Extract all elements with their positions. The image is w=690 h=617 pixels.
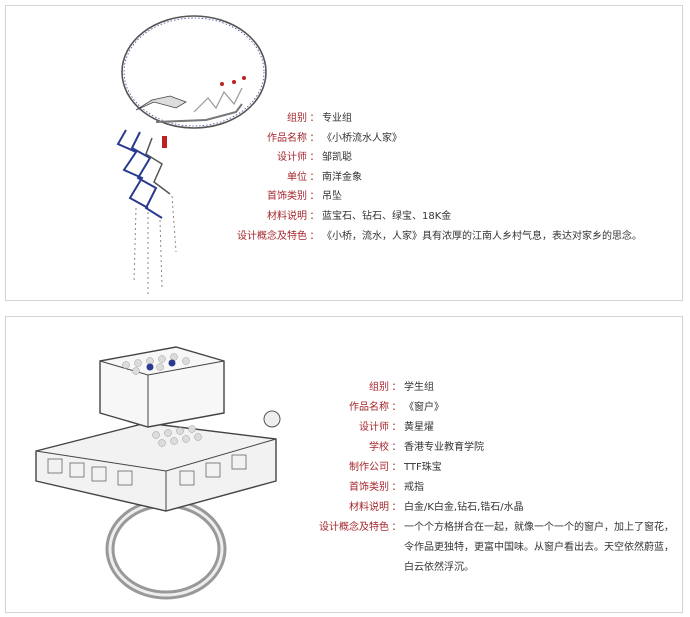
field-label: 单位 xyxy=(287,171,307,183)
field-value: 白金/K白金,钻石,锆石/水晶 xyxy=(404,502,524,513)
field-separator: ： xyxy=(391,482,402,493)
field-separator: ： xyxy=(391,502,402,513)
field-label: 组别 xyxy=(369,382,389,393)
field-label: 首饰类别 xyxy=(267,191,307,203)
field-value: 邹凯聪 xyxy=(322,152,352,164)
field-separator: ： xyxy=(391,522,402,533)
field-row: 材料说明：蓝宝石、钻石、绿宝、18K金 xyxy=(192,207,662,227)
field-label: 学校 xyxy=(369,442,389,453)
ring-jewelry-image xyxy=(35,346,281,600)
field-value: 吊坠 xyxy=(322,191,342,203)
field-value: 黄星燿 xyxy=(404,422,434,433)
field-value: 香港专业教育学院 xyxy=(404,442,484,453)
field-row: 单位：南洋金象 xyxy=(192,168,662,188)
field-value: 学生组 xyxy=(404,382,434,393)
field-row: 组别：专业组 xyxy=(192,109,662,129)
field-value: 《小桥，流水，人家》具有浓厚的江南人乡村气息，表达对家乡的思念。 xyxy=(322,230,642,242)
field-row: 设计概念及特色：《小桥，流水，人家》具有浓厚的江南人乡村气息，表达对家乡的思念。 xyxy=(192,227,662,247)
field-value: 戒指 xyxy=(404,482,424,493)
field-row: 设计概念及特色：一个个方格拼合在一起，就像一个一个的窗户，加上了窗花，令作品更独… xyxy=(264,518,676,578)
field-separator: ： xyxy=(391,462,402,473)
field-separator: ： xyxy=(309,210,320,222)
field-separator: ： xyxy=(309,132,320,144)
entry-card-necklace: 组别：专业组作品名称：《小桥流水人家》设计师：邹凯聪单位：南洋金象首饰类别：吊坠… xyxy=(5,5,683,301)
field-separator: ： xyxy=(309,230,320,242)
field-separator: ： xyxy=(309,171,320,183)
field-separator: ： xyxy=(309,191,320,203)
field-label: 制作公司 xyxy=(349,462,389,473)
field-row: 组别：学生组 xyxy=(264,378,676,398)
field-separator: ： xyxy=(391,422,402,433)
field-separator: ： xyxy=(309,152,320,164)
field-label: 设计师 xyxy=(277,152,307,164)
field-separator: ： xyxy=(309,113,320,124)
field-value: 蓝宝石、钻石、绿宝、18K金 xyxy=(322,210,452,222)
field-label: 材料说明 xyxy=(349,502,389,513)
field-row: 设计师：邹凯聪 xyxy=(192,148,662,168)
field-value: TTF珠宝 xyxy=(404,462,442,473)
field-row: 作品名称：《窗户》 xyxy=(264,398,676,418)
entry-info-ring: 组别：学生组作品名称：《窗户》设计师：黄星燿学校：香港专业教育学院制作公司：TT… xyxy=(264,378,676,578)
entry-info-necklace: 组别：专业组作品名称：《小桥流水人家》设计师：邹凯聪单位：南洋金象首饰类别：吊坠… xyxy=(192,109,662,246)
field-value: 一个个方格拼合在一起，就像一个一个的窗户，加上了窗花，令作品更独特，更富中国味。… xyxy=(404,522,674,573)
field-row: 制作公司：TTF珠宝 xyxy=(264,458,676,478)
field-separator: ： xyxy=(391,442,402,453)
field-label: 设计概念及特色 xyxy=(319,522,389,533)
field-row: 首饰类别：吊坠 xyxy=(192,187,662,207)
field-label: 组别 xyxy=(287,113,307,124)
field-separator: ： xyxy=(391,382,402,393)
necklace-jewelry-image xyxy=(116,15,267,294)
field-label: 设计师 xyxy=(359,422,389,433)
field-label: 材料说明 xyxy=(267,210,307,222)
field-row: 设计师：黄星燿 xyxy=(264,418,676,438)
field-row: 材料说明：白金/K白金,钻石,锆石/水晶 xyxy=(264,498,676,518)
field-row: 作品名称：《小桥流水人家》 xyxy=(192,129,662,149)
field-separator: ： xyxy=(391,402,402,413)
field-row: 学校：香港专业教育学院 xyxy=(264,438,676,458)
field-value: 专业组 xyxy=(322,113,352,124)
field-value: 《窗户》 xyxy=(404,402,444,413)
field-label: 首饰类别 xyxy=(349,482,389,493)
entry-card-ring: 组别：学生组作品名称：《窗户》设计师：黄星燿学校：香港专业教育学院制作公司：TT… xyxy=(5,316,683,613)
field-label: 作品名称 xyxy=(267,132,307,144)
field-label: 设计概念及特色 xyxy=(237,230,307,242)
field-value: 南洋金象 xyxy=(322,171,362,183)
field-row: 首饰类别：戒指 xyxy=(264,478,676,498)
field-value: 《小桥流水人家》 xyxy=(322,132,402,144)
field-label: 作品名称 xyxy=(349,402,389,413)
